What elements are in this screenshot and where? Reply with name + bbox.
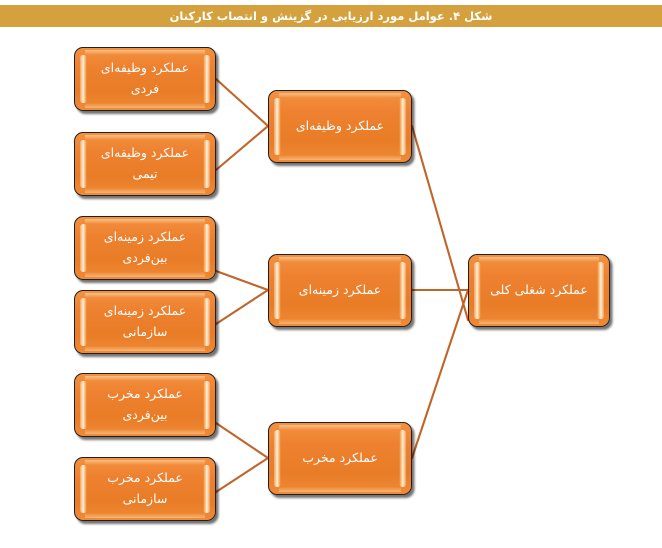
node-label-line1: عملکرد مخرب [107,386,183,402]
edge-task-to-overall [410,124,470,322]
bevel-bottom [85,513,205,518]
bevel-top [279,93,401,98]
figure-caption-bar: شکل ۴. عوامل مورد ارزیابی در گزینش و انت… [0,5,662,27]
bevel-top [85,293,205,298]
edge-contextual-interpersonal-to-contextual [214,269,270,292]
node-label: عملکرد وظیفه‌ای [295,118,385,134]
figure-caption-text: شکل ۴. عوامل مورد ارزیابی در گزینش و انت… [169,9,493,23]
node-label-line2: سازمانی [122,324,168,339]
node-label-line1: عملکرد زمینه‌ای [103,229,187,245]
bevel-bottom [85,188,205,193]
node-label: عملکرد شغلی کلی [490,282,588,298]
node-counterproductive-interpersonal[interactable]: عملکرد مخرب بین‌فردی [74,373,216,437]
bevel-bottom [85,346,205,351]
node-contextual-interpersonal[interactable]: عملکرد زمینه‌ای بین‌فردی [74,216,216,280]
node-label: عملکرد مخرب [302,450,378,466]
node-label: عملکرد مخرب بین‌فردی [94,384,196,425]
node-label-line1: عملکرد وظیفه‌ای [100,145,190,161]
node-label-line2: بین‌فردی [122,407,168,422]
node-task-team[interactable]: عملکرد وظیفه‌ای تیمی [74,132,216,196]
performance-model-diagram: عملکرد وظیفه‌ای فردی عملکرد وظیفه‌ای تیم… [0,28,662,548]
node-label-line2: سازمانی [122,491,168,506]
bevel-bottom [85,272,205,277]
bevel-top [279,257,401,262]
bevel-bottom [479,319,599,324]
bevel-bottom [279,487,401,492]
bevel-top [279,425,401,430]
edge-task-team-to-task [214,124,270,172]
bevel-top [85,376,205,381]
node-contextual-performance[interactable]: عملکرد زمینه‌ای [268,254,412,327]
node-label: عملکرد مخرب سازمانی [94,468,196,509]
edge-contextual-organizational-to-contextual [214,288,270,326]
node-label: عملکرد زمینه‌ای بین‌فردی [91,227,199,268]
node-label: عملکرد زمینه‌ای سازمانی [91,301,199,342]
node-label-line2: بین‌فردی [122,250,168,265]
node-task-performance[interactable]: عملکرد وظیفه‌ای [268,90,412,163]
edge-task-individual-to-task [214,77,270,128]
node-label: عملکرد زمینه‌ای [298,282,382,298]
bevel-bottom [85,103,205,108]
bevel-bottom [279,319,401,324]
bevel-top [85,460,205,465]
node-label-line1: عملکرد وظیفه‌ای [100,60,190,76]
node-label-line2: تیمی [132,166,158,181]
bevel-top [85,135,205,140]
node-label-line1: عملکرد مخرب [107,470,183,486]
node-overall-job-performance[interactable]: عملکرد شغلی کلی [468,254,610,327]
node-label-line2: فردی [130,81,160,96]
bevel-top [85,219,205,224]
edge-counter-organizational-to-counter [214,456,270,494]
node-label: عملکرد وظیفه‌ای تیمی [88,143,202,184]
node-counterproductive-performance[interactable]: عملکرد مخرب [268,422,412,495]
node-label: عملکرد وظیفه‌ای فردی [88,58,202,99]
bevel-top [85,50,205,55]
bevel-top [479,257,599,262]
edge-counter-interpersonal-to-counter [214,421,270,460]
edge-counter-to-overall [410,288,470,460]
node-label-line1: عملکرد زمینه‌ای [103,303,187,319]
node-task-individual[interactable]: عملکرد وظیفه‌ای فردی [74,47,216,111]
bevel-bottom [85,429,205,434]
node-contextual-organizational[interactable]: عملکرد زمینه‌ای سازمانی [74,290,216,354]
bevel-bottom [279,155,401,160]
node-counterproductive-organizational[interactable]: عملکرد مخرب سازمانی [74,457,216,521]
